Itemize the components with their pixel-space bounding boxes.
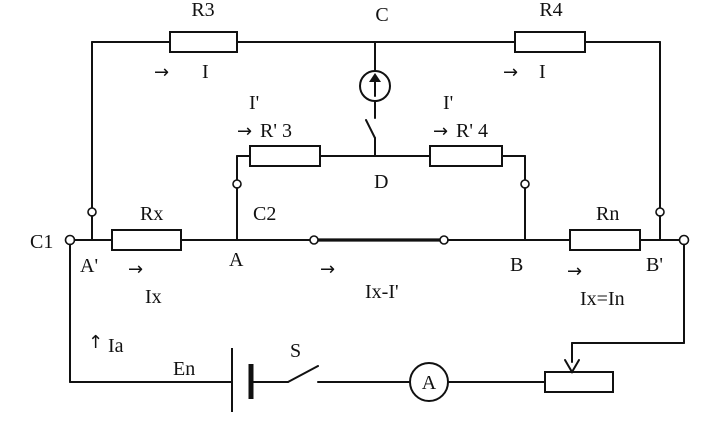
label-ix-minus-iprime: Ix-I' [365, 281, 399, 303]
rheostat-wiper-arrow [564, 359, 580, 374]
terminal-left-top [87, 207, 97, 217]
label-r3: R3 [191, 0, 214, 21]
main-line [64, 229, 690, 251]
label-rn: Rn [596, 203, 619, 225]
arrow-ix: → [128, 259, 143, 280]
terminal-right-top [655, 207, 665, 217]
terminal-inner-right [520, 179, 530, 189]
label-en: En [173, 358, 195, 380]
label-a: A [229, 249, 244, 271]
label-ix-eq-in: Ix=In [580, 288, 625, 310]
label-ammeter: A [422, 372, 437, 394]
terminal-c1 [64, 234, 76, 246]
label-i-left: I [202, 61, 209, 83]
arrow-ix-minus-iprime: → [320, 259, 335, 280]
inner-branch [232, 145, 530, 241]
label-ia: Ia [108, 335, 124, 357]
label-c: C [375, 4, 388, 26]
arrow-iprime-right: → [433, 121, 448, 142]
arrow-ix-eq-in: → [567, 261, 582, 282]
label-ix: Ix [145, 286, 162, 308]
label-i-right: I [539, 61, 546, 83]
label-c1: C1 [30, 231, 53, 253]
switch-s-blade [287, 365, 319, 383]
resistor-rp3 [249, 145, 321, 167]
arrow-ia: ↑ [88, 332, 103, 353]
resistor-r4 [514, 31, 586, 53]
label-iprime-right: I' [443, 92, 453, 114]
resistor-rn [569, 229, 641, 251]
label-a-prime: A' [80, 255, 98, 277]
label-b-prime: B' [646, 254, 663, 276]
labels: R3 R4 C → I → I I' → R' 3 I' → R' 4 D Rx… [30, 0, 663, 394]
label-rx: Rx [140, 203, 163, 225]
label-rp4: R' 4 [456, 120, 488, 142]
label-r4: R4 [539, 0, 562, 21]
resistor-r3 [169, 31, 238, 53]
supply-loop [69, 243, 685, 412]
label-s: S [290, 340, 301, 362]
galvanometer-arrow-head [369, 73, 381, 82]
arrow-i-right: → [503, 62, 518, 83]
rheostat [544, 371, 614, 393]
label-rp3: R' 3 [260, 120, 292, 142]
label-d: D [374, 171, 388, 193]
label-c2: C2 [253, 203, 276, 225]
arrow-iprime-left: → [237, 121, 252, 142]
galvanometer-branch [359, 41, 391, 157]
label-b: B [510, 254, 523, 276]
resistor-rx [111, 229, 182, 251]
terminal-link-right [439, 235, 449, 245]
label-iprime-left: I' [249, 92, 259, 114]
terminal-inner-left [232, 179, 242, 189]
resistor-rp4 [429, 145, 503, 167]
arrow-i-left: → [154, 62, 169, 83]
galvanometer-switch-blade [365, 119, 376, 139]
terminal-b-prime [678, 234, 690, 246]
terminal-link-left [309, 235, 319, 245]
